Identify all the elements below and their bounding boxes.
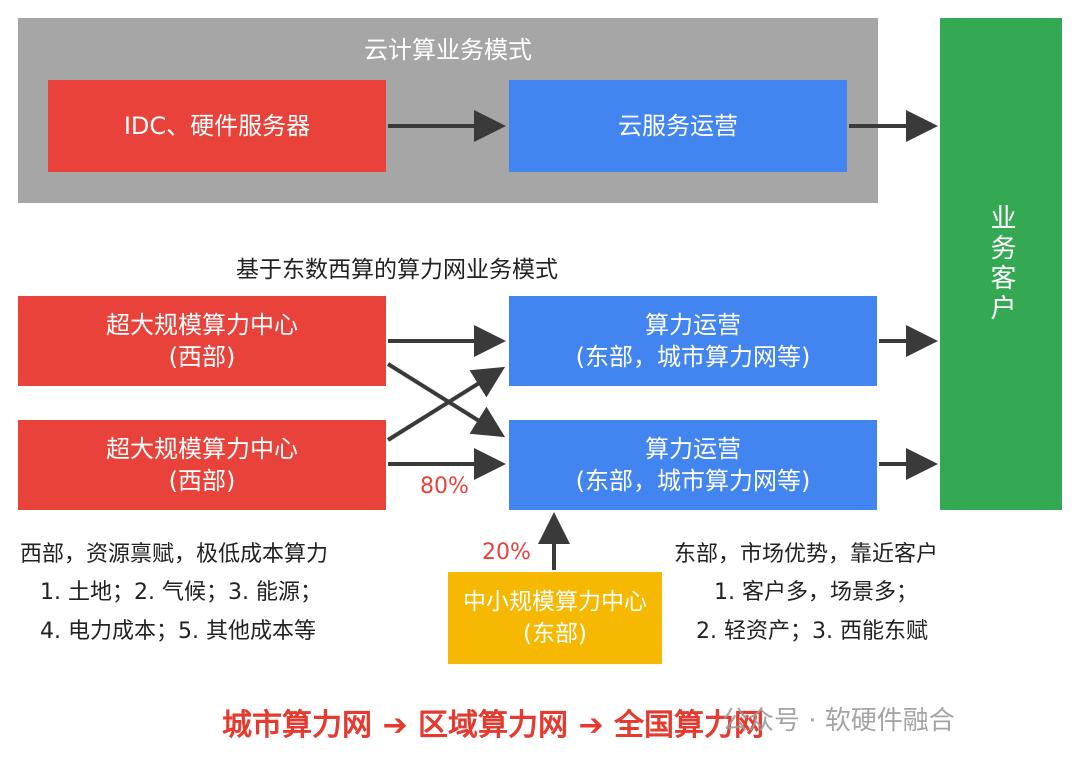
watermark-text: 公众号 · 软硬件融合 [722,706,955,736]
arrow-west1-to-ops2 [386,362,506,438]
network-evolution-footer: 城市算力网 ➔ 区域算力网 ➔ 全国算力网 [222,708,765,743]
compute-ops-1-line2: (东部，城市算力网等) [575,343,811,371]
business-customer-box: 业务客户 [940,18,1062,510]
cloud-ops-box: 云服务运营 [509,80,847,172]
business-customer-label: 业务客户 [986,204,1016,324]
west-notes-line2: 4. 电力成本；5. 其他成本等 [40,619,316,644]
compute-ops-1-line1: 算力运营 [645,311,741,339]
east-compute-center: 中小规模算力中心 (东部) [448,572,662,664]
cloud-model-title: 云计算业务模式 [364,36,532,64]
west-compute-center-1: 超大规模算力中心 (西部) [18,296,386,386]
compute-ops-2-line1: 算力运营 [645,435,741,463]
west-center-2-line2: (西部) [168,467,236,495]
west-share-percent: 80% [420,474,469,499]
compute-ops-box-1: 算力运营 (东部，城市算力网等) [509,296,877,386]
east-notes-line1: 1. 客户多，场景多； [714,580,918,605]
west-notes-heading: 西部，资源禀赋，极低成本算力 [20,542,329,567]
west-notes-line1: 1. 土地；2. 气候；3. 能源； [40,580,322,605]
west-compute-center-2: 超大规模算力中心 (西部) [18,420,386,510]
idc-hardware-box: IDC、硬件服务器 [48,80,386,172]
compute-network-model-title: 基于东数西算的算力网业务模式 [236,257,558,283]
compute-ops-2-line2: (东部，城市算力网等) [575,467,811,495]
arrow-west2-to-ops1 [386,366,506,442]
west-center-2-line1: 超大规模算力中心 [106,435,298,463]
east-notes-heading: 东部，市场优势，靠近客户 [674,542,939,567]
east-center-line1: 中小规模算力中心 [463,589,647,615]
east-center-line2: (东部) [523,621,587,647]
idc-hardware-label: IDC、硬件服务器 [123,112,311,140]
east-share-percent: 20% [482,540,531,565]
east-notes-line2: 2. 轻资产；3. 西能东赋 [696,619,928,644]
compute-ops-box-2: 算力运营 (东部，城市算力网等) [509,420,877,510]
cloud-ops-label: 云服务运营 [618,112,738,140]
west-center-1-line2: (西部) [168,343,236,371]
west-center-1-line1: 超大规模算力中心 [106,311,298,339]
